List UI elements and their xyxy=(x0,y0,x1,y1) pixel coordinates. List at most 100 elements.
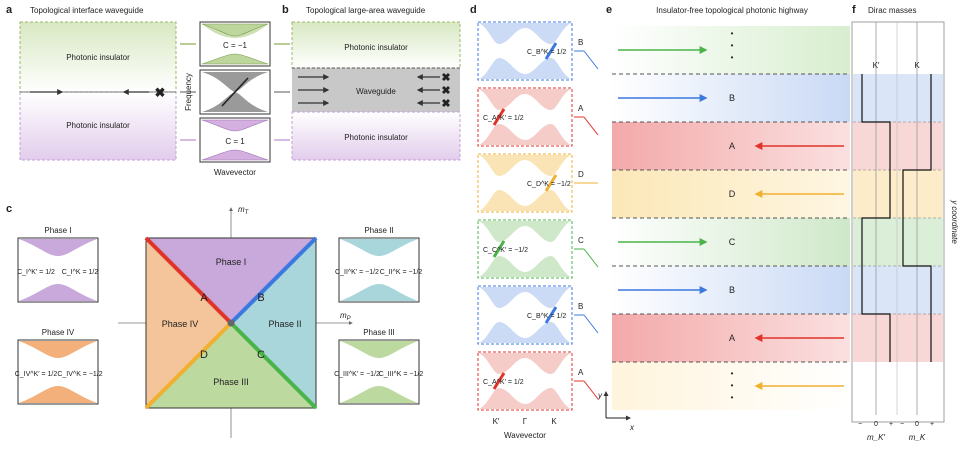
phase-ii-chern-kprime: C_II^K′ = −1/2 xyxy=(335,269,379,276)
boundary-b-line xyxy=(229,236,318,325)
bottom-insulator-region xyxy=(19,91,177,161)
lower-band xyxy=(479,190,571,211)
phase-iii-chern-kprime: C_III^K′ = −1/2 xyxy=(334,371,380,378)
boundary-d-line xyxy=(144,321,233,410)
ellipsis-dot: • xyxy=(731,393,734,402)
f-lane-background xyxy=(853,74,943,122)
upper-band xyxy=(479,287,571,308)
tick-k: K xyxy=(551,417,557,426)
lane-label: D xyxy=(729,189,736,199)
d-band-box: C_A^K′ = 1/2 A xyxy=(477,351,599,411)
mp-axis-label: mP xyxy=(340,311,351,322)
panel-c: c mT mP Phase I Phase II Phase III Phase… xyxy=(6,203,423,438)
lane-label: B xyxy=(729,285,735,295)
d-edge-label: D xyxy=(578,170,584,179)
edge-state xyxy=(544,306,558,324)
phase-i-inset: Phase I C_I^K′ = 1/2 C_I^K = 1/2 xyxy=(17,226,99,303)
ellipsis-dot: • xyxy=(731,53,734,62)
panel-a-title: Topological interface waveguide xyxy=(30,6,144,15)
phase-iii-inset-title: Phase III xyxy=(363,328,395,337)
x-label-mkprime: m_K′ xyxy=(867,433,885,442)
upper-band xyxy=(479,155,571,176)
band-box-gapless xyxy=(199,69,271,115)
f-lane-background xyxy=(853,170,943,218)
frequency-axis-label: Frequency xyxy=(184,73,193,111)
lower-band xyxy=(479,124,571,145)
d-edge-label: A xyxy=(578,104,584,113)
lower-band xyxy=(479,322,571,343)
col-label-k: K xyxy=(914,61,920,70)
b-backward-arrows: ✖ ✖ ✖ xyxy=(416,72,451,110)
b-top-label: Photonic insulator xyxy=(344,43,408,52)
b-bottom-label: Photonic insulator xyxy=(344,133,408,142)
edge-state xyxy=(492,240,506,258)
phase-i-region xyxy=(146,238,316,323)
highway-lane: A xyxy=(612,121,850,170)
d-band-box: C_A^K′ = 1/2A xyxy=(477,87,599,147)
y-coordinate-label: y coordinate xyxy=(950,199,959,244)
y-axis-label: y xyxy=(597,391,603,400)
f-lane-background xyxy=(853,218,943,266)
top-insulator-region xyxy=(19,21,177,93)
d-chern-label: C_B^K = 1/2 xyxy=(527,49,566,56)
lane-label: B xyxy=(729,93,735,103)
highway-lane: • • • xyxy=(612,26,850,74)
highway-lane: B xyxy=(612,265,850,314)
upper-band xyxy=(479,353,571,374)
blocked-cross-icon: ✖ xyxy=(441,85,450,97)
col-label-kprime: K′ xyxy=(873,61,880,70)
ellipsis-dot: • xyxy=(731,369,734,378)
bottom-insulator-label: Photonic insulator xyxy=(66,121,130,130)
d-chern-label: C_A^K′ = 1/2 xyxy=(483,379,524,386)
phase-iii-center-label: Phase III xyxy=(213,377,249,387)
b-forward-arrows xyxy=(298,74,330,106)
highway-lane: C xyxy=(612,217,850,266)
d-connector xyxy=(574,116,599,136)
panel-f-label: f xyxy=(852,4,856,16)
d-connector xyxy=(574,50,599,70)
phase-iii-region xyxy=(146,323,316,408)
upper-band xyxy=(479,221,571,242)
d-edge-label: B xyxy=(578,302,583,311)
d-connector xyxy=(574,248,599,268)
lower-band xyxy=(479,256,571,277)
f-lane-background xyxy=(853,266,943,314)
phase-ii-center-label: Phase II xyxy=(268,319,301,329)
ellipsis-dot: • xyxy=(731,29,734,38)
panel-c-label: c xyxy=(6,203,12,215)
boundary-c-label: C xyxy=(257,349,265,361)
mass-profile-k xyxy=(902,74,932,362)
lane-label: A xyxy=(729,141,735,151)
band-box-c-minus-1: C = −1 xyxy=(199,21,271,67)
d-connector xyxy=(574,380,599,400)
boundary-a-label: A xyxy=(200,292,208,304)
band-label-1: C = −1 xyxy=(223,41,248,50)
lane-label: C xyxy=(729,237,736,247)
tick-plus: + xyxy=(889,421,893,428)
origin-point xyxy=(227,319,235,327)
panel-a-label: a xyxy=(6,4,13,16)
edge-state-line xyxy=(221,77,249,107)
edge-state xyxy=(492,372,506,390)
tick-minus: − xyxy=(900,421,904,428)
d-edge-label: C xyxy=(578,236,584,245)
phase-i-chern-kprime: C_I^K′ = 1/2 xyxy=(17,269,55,276)
phase-iii-inset: Phase III C_III^K′ = −1/2 C_III^K = −1/2 xyxy=(334,328,423,405)
highway-lane: D xyxy=(612,169,850,218)
tick-plus: + xyxy=(930,421,934,428)
tick-kprime: K′ xyxy=(493,417,500,426)
d-edge-label: A xyxy=(578,368,584,377)
boundary-d-label: D xyxy=(200,349,208,361)
ellipsis-dot: • xyxy=(731,381,734,390)
blocked-cross-icon: ✖ xyxy=(441,98,450,110)
phase-iv-chern-kprime: C_IV^K′ = 1/2 xyxy=(15,371,58,378)
x-label-mk: m_K xyxy=(909,433,926,442)
d-edge-label: B xyxy=(578,38,583,47)
ellipsis-dot: • xyxy=(731,41,734,50)
phase-ii-inset-title: Phase II xyxy=(364,226,393,235)
f-lane-backgrounds xyxy=(853,74,943,362)
edge-state xyxy=(544,174,558,192)
phase-i-inset-title: Phase I xyxy=(44,226,71,235)
mt-axis-label: mT xyxy=(238,205,250,216)
